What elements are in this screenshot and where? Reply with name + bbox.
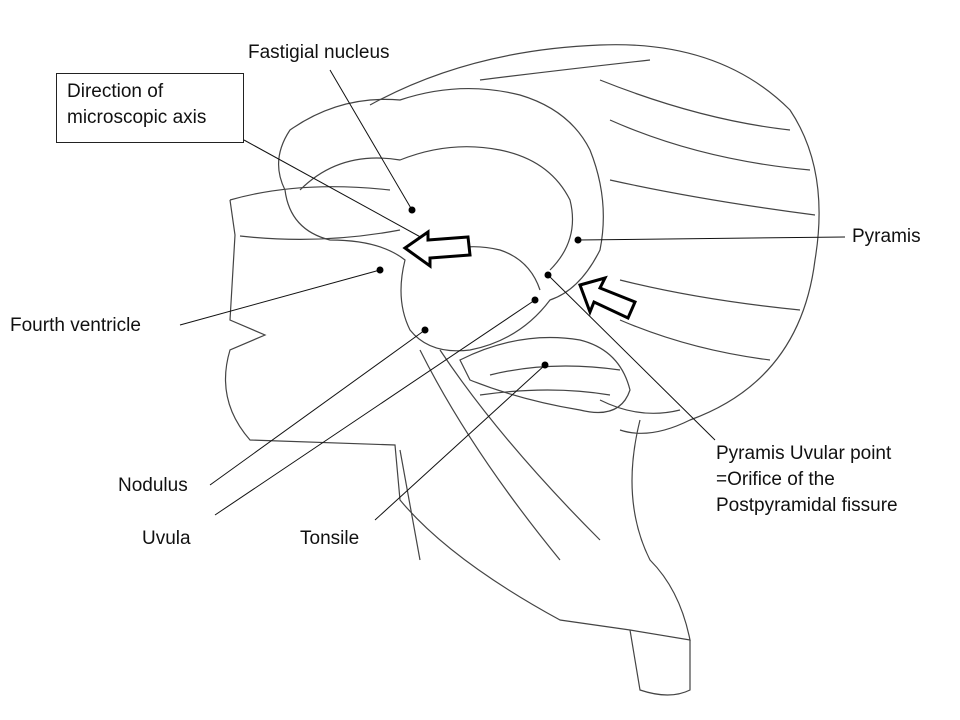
leader-tonsile [374, 364, 546, 521]
arrow-upleft-icon [578, 275, 637, 321]
label-fastigial-nucleus: Fastigial nucleus [248, 42, 390, 63]
leader-fourth-ventricle [179, 269, 381, 326]
leader-nodulus [209, 329, 426, 486]
label-pyramis: Pyramis [852, 226, 921, 247]
arrow-left-icon [402, 229, 472, 269]
leader-fastigial [329, 69, 413, 211]
hemisphere-outline [369, 44, 820, 434]
label-nodulus: Nodulus [118, 475, 188, 496]
leader-pu-point [547, 274, 716, 441]
leader-direction [243, 139, 436, 246]
pu-line2: =Orifice of the [716, 469, 835, 490]
brainstem-outline [224, 199, 691, 641]
direction-line1: Direction of [67, 81, 164, 102]
leader-uvula [214, 299, 536, 516]
label-uvula: Uvula [142, 528, 191, 549]
pu-line3: Postpyramidal fissure [716, 495, 898, 516]
label-pyramis-uvular-point: Pyramis Uvular point =Orifice of the Pos… [716, 441, 898, 519]
label-fourth-ventricle: Fourth ventricle [10, 315, 141, 336]
pu-line1: Pyramis Uvular point [716, 443, 892, 464]
brainstem-lower [629, 629, 691, 696]
label-tonsile: Tonsile [300, 528, 360, 549]
leader-pyramis [577, 236, 846, 241]
direction-line2: microscopic axis [67, 107, 207, 128]
vermis-folia [277, 87, 604, 352]
label-direction-box: Direction of microscopic axis [56, 73, 244, 143]
